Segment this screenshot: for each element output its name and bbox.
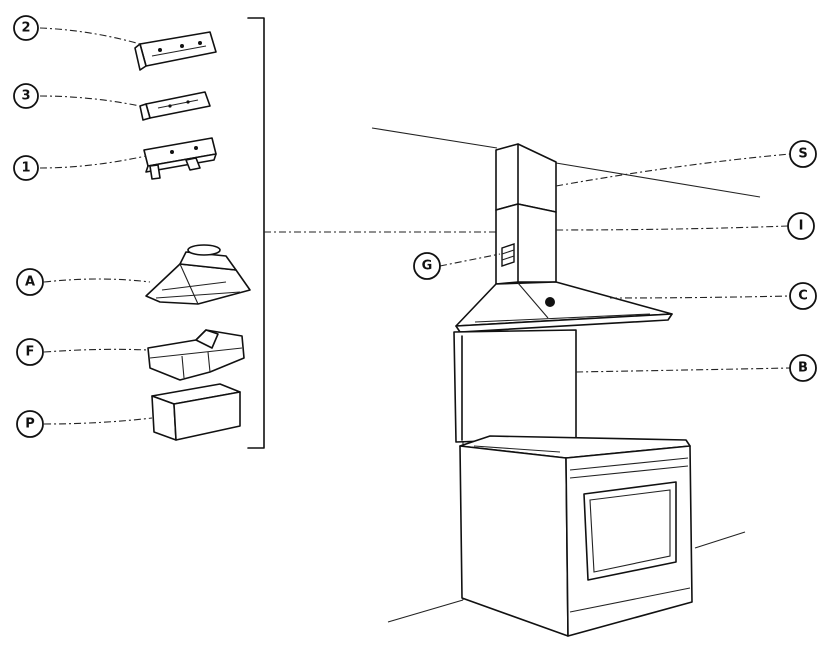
backsplash-panel (453, 329, 577, 443)
callout-P: P (16, 410, 44, 438)
callout-S-label: S (798, 147, 807, 162)
callout-2: 2 (13, 15, 39, 41)
part-F-filter-housing (147, 329, 245, 381)
assembly-leaders (439, 153, 791, 373)
callout-G-label: G (422, 259, 433, 274)
part-A-hood-canopy (145, 244, 251, 305)
parts-leaders (39, 27, 153, 425)
callout-1: 1 (13, 155, 39, 181)
callout-C-label: C (798, 289, 808, 304)
chimney-upper (495, 143, 557, 213)
part-P-box (151, 383, 241, 441)
parts-bracket (247, 17, 265, 449)
part-1-bracket (143, 137, 217, 180)
part-3-bracket (139, 91, 211, 121)
callout-B: B (789, 354, 817, 382)
callout-3-label: 3 (21, 89, 30, 104)
callout-1-label: 1 (21, 161, 30, 176)
callout-3: 3 (13, 83, 39, 109)
range-stove (459, 435, 693, 637)
callout-A-label: A (25, 275, 35, 290)
callout-F-label: F (26, 345, 35, 360)
callout-F: F (16, 338, 44, 366)
callout-I: I (787, 212, 815, 240)
chimney-lower (495, 203, 557, 285)
callout-C: C (789, 282, 817, 310)
callout-2-label: 2 (21, 21, 30, 36)
callout-G: G (413, 252, 441, 280)
callout-I-label: I (799, 219, 804, 234)
callout-A: A (16, 268, 44, 296)
part-2-bracket (134, 31, 217, 71)
callout-S: S (789, 140, 817, 168)
hood-canopy (455, 281, 673, 333)
callout-B-label: B (798, 361, 808, 376)
callout-P-label: P (25, 417, 35, 432)
